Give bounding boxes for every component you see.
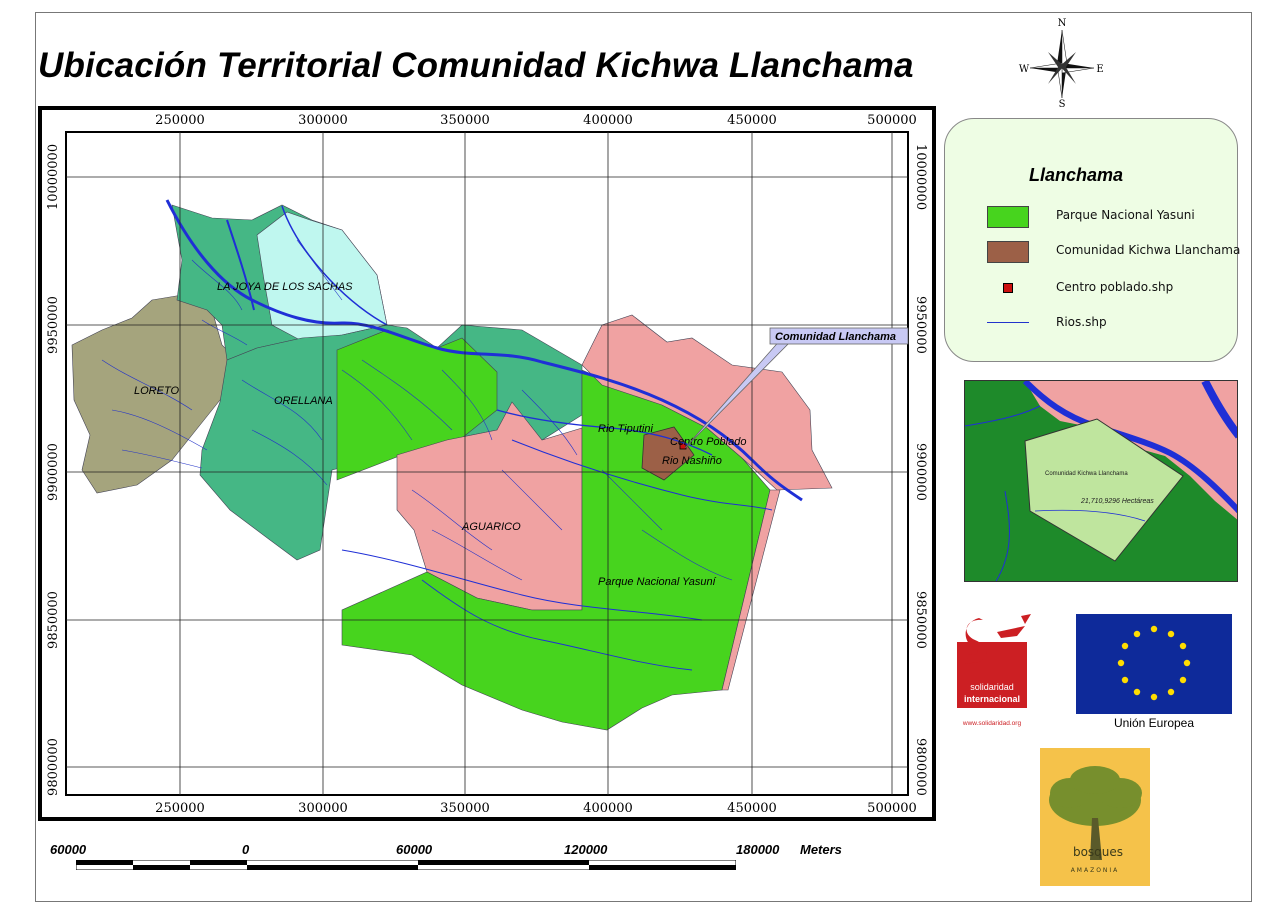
label-centro-poblado: Centro Poblado [670,436,746,448]
legend-label-rios: Rios.shp [1056,315,1107,329]
si-url: www.solidaridad.org [962,720,1022,727]
river-dense-1 [101,359,328,486]
legend-swatch-community [987,241,1029,263]
inset-map[interactable]: Comunidad Kichwa Llanchama 21,710,9296 H… [964,380,1238,582]
x-tick-bottom: 350000 [440,801,490,816]
inset-map-svg: Comunidad Kichwa Llanchama 21,710,9296 H… [965,381,1237,581]
legend-title: Llanchama [1029,165,1124,185]
x-tick-top: 250000 [155,113,205,128]
region-loreto [71,294,243,494]
y-tick-right: 9950000 [913,296,928,354]
main-map-frame: 250000 300000 350000 400000 450000 50000… [38,106,936,821]
y-tick-right: 10000000 [913,144,928,210]
scale-label: 180000 [736,842,780,857]
x-tick-top: 450000 [727,113,777,128]
legend-item-community: Comunidad Kichwa Llanchama [945,238,1241,264]
inset-area-label: 21,710,9296 Hectáreas [1080,498,1154,505]
legend-item-rios: Rios.shp [945,310,1239,336]
legend-line-rios [987,322,1029,323]
bosques-amazonia-logo: bosques AMAZONIA [1040,748,1150,886]
y-tick-right: 9900000 [913,443,928,501]
label-rio-tiputini: Rio Tiputini [598,423,653,435]
legend-item-centro: Centro poblado.shp [945,275,1239,301]
legend-panel: Llanchama Parque Nacional Yasuni Comunid… [944,118,1241,362]
river-dense-4 [191,239,343,346]
legend-point-centro [1003,283,1013,293]
scale-label: 0 [242,842,250,857]
label-loreto: LORETO [134,385,179,397]
y-tick-left: 10000000 [46,144,61,210]
inset-community-polygon [1024,418,1184,562]
scale-bar-graphic [76,860,736,870]
x-tick-top: 500000 [867,113,917,128]
river-curaray [421,579,693,671]
river-yasuni [511,439,773,511]
callout-label: Comunidad Llanchama [775,331,896,343]
scale-label: 120000 [564,842,608,857]
bosques-sub: AMAZONIA [1071,867,1120,874]
label-orellana: ORELLANA [274,395,333,407]
y-tick-left: 9950000 [46,296,61,354]
river-coca [226,219,255,311]
solidaridad-logo: solidaridad internacional www.solidarida… [955,612,1035,738]
inset-community-label: Comunidad Kichwa Llanchama [1045,471,1128,477]
scale-label: 60000 [396,842,433,857]
eu-logo: Unión Europea [1076,614,1232,732]
river-dense-3 [411,469,733,581]
y-tick-left: 9850000 [46,591,61,649]
label-aguarico: AGUARICO [461,521,521,533]
region-pink-strip [721,489,781,691]
compass-e: E [1096,64,1103,75]
y-tick-left: 9800000 [46,738,61,796]
legend-item-yasuni: Parque Nacional Yasuni [945,203,1239,229]
x-tick-bottom: 400000 [583,801,633,816]
label-rio-small: Rio Nashiño [662,455,722,467]
x-tick-bottom: 450000 [727,801,777,816]
legend-label-yasuni: Parque Nacional Yasuni [1056,208,1195,222]
compass-w: W [1019,64,1030,75]
y-tick-left: 9900000 [46,443,61,501]
callout-box [769,327,909,345]
scale-bar: 60000 0 60000 120000 180000 Meters [38,826,936,876]
x-tick-top: 300000 [298,113,348,128]
eu-stars-icon [1117,625,1191,701]
x-tick-bottom: 500000 [867,801,917,816]
compass-rose-icon: N S E W [1019,18,1104,109]
graticule [66,132,908,795]
community-llanchama [641,426,695,481]
compass-s: S [1059,99,1066,109]
y-tick-right: 9800000 [913,738,928,796]
x-tick-top: 400000 [583,113,633,128]
si-line2: internacional [964,694,1020,704]
x-tick-top: 350000 [440,113,490,128]
scale-unit: Meters [800,842,842,857]
river-tiputini [496,409,713,456]
map-title: Ubicación Territorial Comunidad Kichwa L… [38,46,914,85]
si-line1: solidaridad [970,682,1014,692]
bosques-text: bosques [1073,845,1123,859]
legend-label-centro: Centro poblado.shp [1056,280,1174,294]
legend-label-community: Comunidad Kichwa Llanchama [1056,243,1241,257]
x-tick-bottom: 250000 [155,801,205,816]
compass-n: N [1058,18,1067,29]
river-dense-2 [341,359,578,456]
x-tick-bottom: 300000 [298,801,348,816]
region-pink-ne [581,314,833,491]
label-joya: LA JOYA DE LOS SACHAS [217,281,353,293]
river-cononaco [341,549,703,621]
main-map[interactable]: 250000 300000 350000 400000 450000 50000… [42,110,932,817]
legend-swatch-yasuni [987,206,1029,228]
label-yasuni: Parque Nacional Yasuní [598,576,717,588]
scale-label: 60000 [50,842,87,857]
eu-caption: Unión Europea [1114,716,1194,730]
y-tick-right: 9850000 [913,591,928,649]
